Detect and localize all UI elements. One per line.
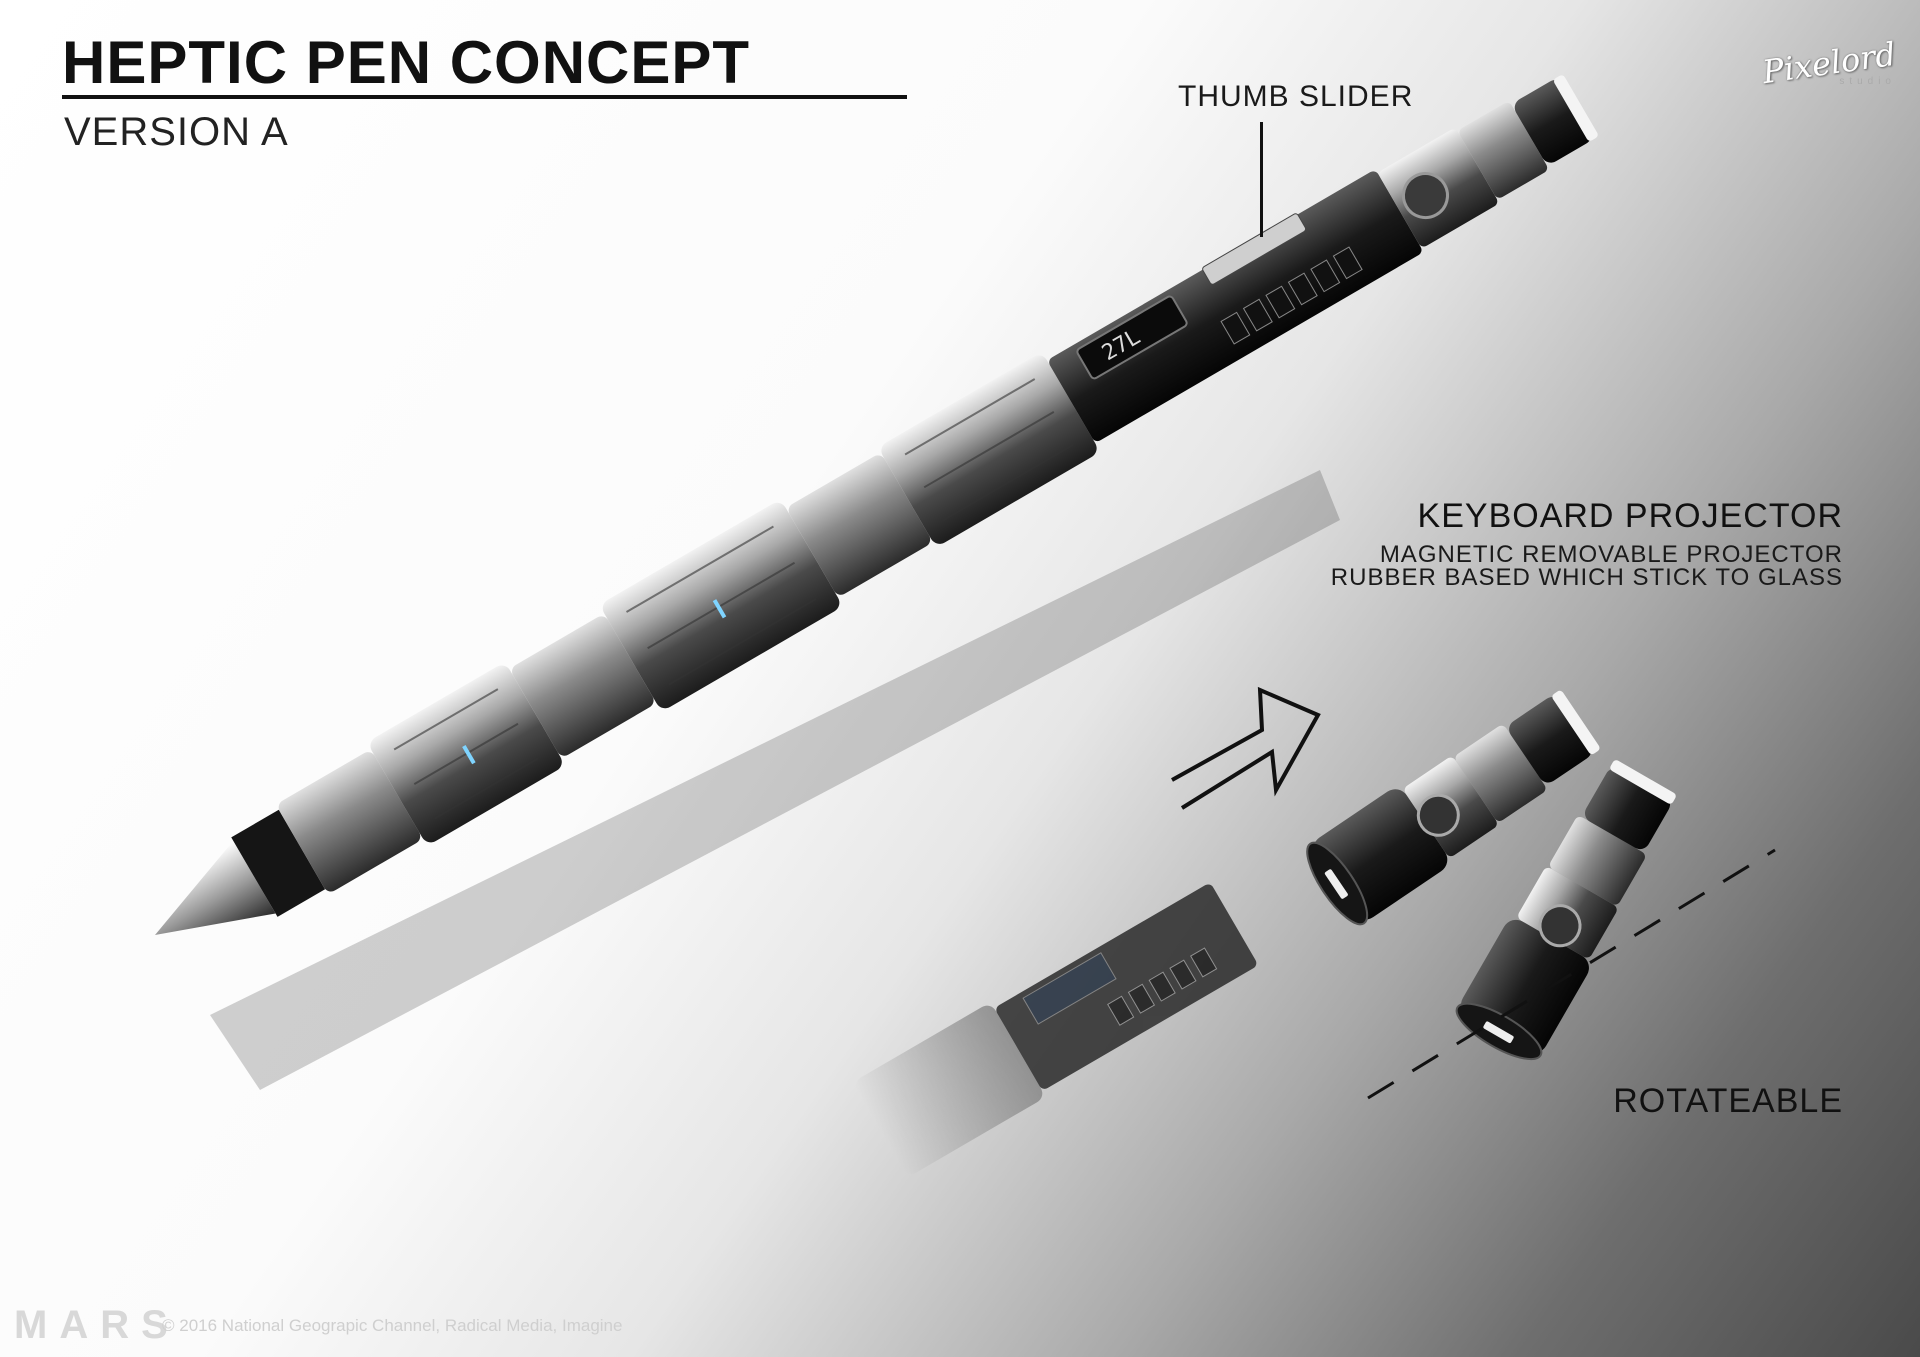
copyright-text: © 2016 National Geograpic Channel, Radic… [162, 1316, 623, 1335]
pen-display [1076, 295, 1188, 380]
page-subtitle: VERSION A [64, 110, 289, 154]
callout-leader-line [1260, 122, 1263, 237]
pen-body: 27L [155, 75, 1598, 935]
projector-rotated [1455, 760, 1676, 1061]
callout-rotateable: ROTATEABLE [1613, 1082, 1843, 1120]
pen-tip [155, 840, 276, 935]
grip-knurl-2 [512, 616, 654, 756]
pen-tip-collar [231, 809, 326, 917]
grip-knurl-3 [788, 455, 931, 595]
rotation-axis [1367, 848, 1776, 1100]
hinge-icon [1401, 172, 1449, 220]
projector-lens-rim [1554, 75, 1598, 141]
projector-collar [1459, 102, 1548, 198]
callout-thumb-slider: THUMB SLIDER [1178, 80, 1414, 113]
title-underline [62, 95, 907, 99]
upper-body [1049, 171, 1422, 442]
brand-mark: MARS [14, 1303, 180, 1347]
glow-indicator [712, 599, 727, 619]
callout-keyboard-projector-line2: RUBBER BASED WHICH STICK TO GLASS [1330, 564, 1843, 591]
projector-detached [1306, 690, 1600, 926]
page-title: HEPTIC PEN CONCEPT [62, 29, 751, 96]
pen-detail-faded [856, 884, 1257, 1174]
callout-keyboard-projector-title: KEYBOARD PROJECTOR [1417, 497, 1843, 535]
glow-indicator [462, 744, 476, 765]
arrow-icon [1171, 686, 1321, 810]
pen-shadow [210, 470, 1340, 1090]
studio-logo-sub: studio [1839, 76, 1896, 87]
thumb-slider [1202, 213, 1307, 285]
callout-keyboard-projector-line1: MAGNETIC REMOVABLE PROJECTOR [1379, 541, 1843, 568]
grip-knurl-1 [278, 752, 421, 892]
